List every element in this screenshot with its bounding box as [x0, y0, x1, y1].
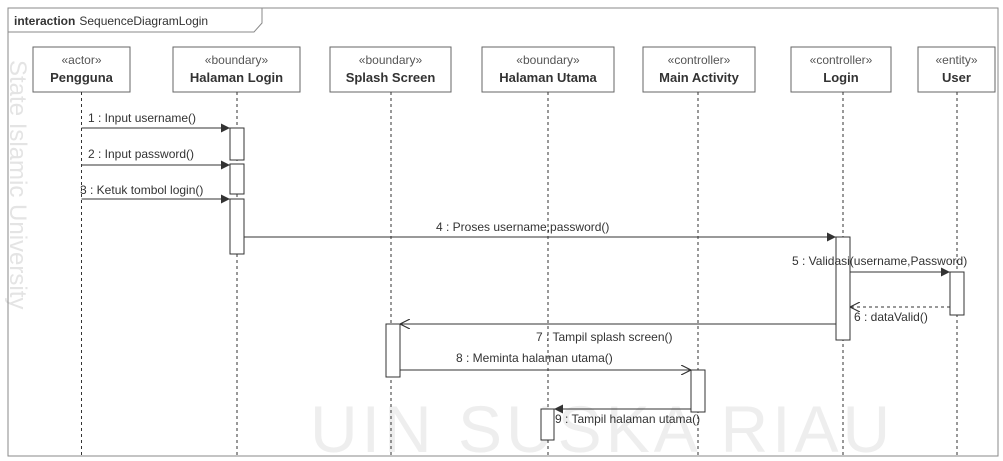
lifeline-name: Halaman Login	[190, 70, 283, 85]
lifeline-user[interactable]: «entity» User	[917, 46, 996, 93]
message-8: 8 : Meminta halaman utama()	[400, 351, 691, 370]
message-label: 6 : dataValid()	[854, 310, 928, 324]
activation-bar	[229, 127, 245, 161]
lifeline-splash-screen[interactable]: «boundary» Splash Screen	[329, 46, 452, 93]
lifeline-login[interactable]: «controller» Login	[790, 46, 892, 93]
message-label: 8 : Meminta halaman utama()	[456, 351, 613, 365]
message-label: 9 : Tampil halaman utama()	[555, 412, 700, 426]
activation-bar	[949, 271, 965, 316]
lifeline-stereotype: «controller»	[810, 53, 873, 67]
activation-bar	[229, 163, 245, 195]
message-1: 1 : Input username()	[81, 111, 230, 133]
message-9: 9 : Tampil halaman utama()	[554, 404, 700, 426]
message-label: 7 : Tampil splash screen()	[536, 330, 673, 344]
activation-bar	[835, 236, 851, 341]
message-label: 2 : Input password()	[88, 147, 194, 161]
lifeline-name: Splash Screen	[346, 70, 436, 85]
lifeline-name: Login	[823, 70, 858, 85]
message-2: 2 : Input password()	[81, 147, 230, 170]
watermark-bottom-text: UIN SUSKA RIAU	[310, 392, 894, 461]
lifeline-stereotype: «entity»	[935, 53, 977, 67]
lifeline-name: Main Activity	[659, 70, 739, 85]
activation-bar	[229, 198, 245, 255]
lifeline-pengguna[interactable]: «actor» Pengguna	[32, 46, 131, 93]
lifeline-halaman-login[interactable]: «boundary» Halaman Login	[172, 46, 301, 93]
activation-bar	[690, 369, 706, 413]
lifeline-halaman-utama[interactable]: «boundary» Halaman Utama	[481, 46, 615, 93]
lifeline-stereotype: «actor»	[61, 53, 101, 67]
message-7: 7 : Tampil splash screen()	[400, 324, 836, 344]
lifeline-stereotype: «boundary»	[516, 53, 580, 67]
activation-bar	[540, 408, 555, 441]
message-label: 4 : Proses username,password()	[436, 220, 609, 234]
message-5: 5 : Validasi(username,Password)	[792, 254, 967, 277]
lifeline-name: User	[942, 70, 971, 85]
message-label: 1 : Input username()	[88, 111, 196, 125]
activation-bar	[385, 323, 401, 378]
message-label: 5 : Validasi(username,Password)	[792, 254, 967, 268]
message-6: 6 : dataValid()	[850, 307, 950, 324]
lifeline-stereotype: «controller»	[668, 53, 731, 67]
message-label: 3 : Ketuk tombol login()	[80, 183, 203, 197]
lifeline-name: Halaman Utama	[499, 70, 597, 85]
lifeline-name: Pengguna	[50, 70, 114, 85]
lifeline-stereotype: «boundary»	[359, 53, 423, 67]
lifeline-main-activity[interactable]: «controller» Main Activity	[642, 46, 756, 93]
message-4: 4 : Proses username,password()	[244, 220, 836, 242]
lifeline-stereotype: «boundary»	[205, 53, 269, 67]
message-3: 3 : Ketuk tombol login()	[80, 183, 230, 204]
